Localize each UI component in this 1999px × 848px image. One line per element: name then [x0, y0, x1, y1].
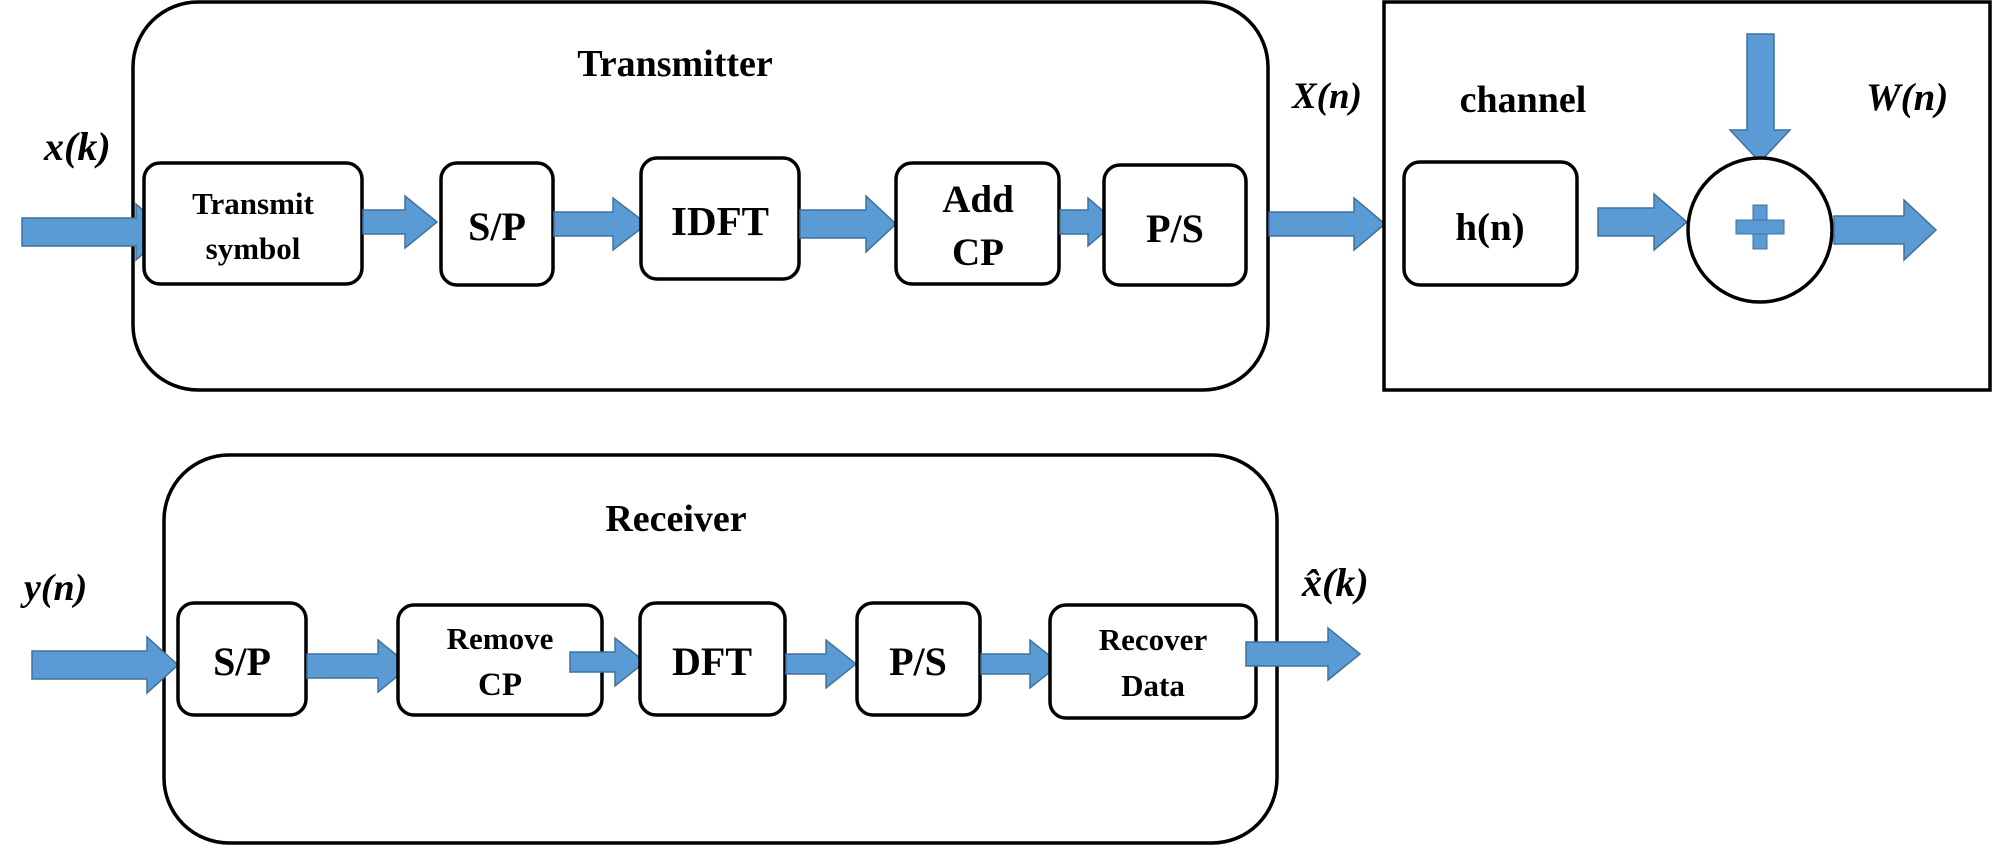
arrow-addcp-to-ps [1059, 196, 1118, 248]
channel-output-arrow [1833, 198, 1938, 262]
idft-label: IDFT [671, 198, 769, 244]
arrow-h-to-adder [1597, 192, 1689, 252]
arrow-rxsp-to-removecp [306, 638, 412, 694]
arrow-transmit-to-sp [362, 194, 439, 250]
tx-sp-label: S/P [468, 204, 526, 249]
channel-title: channel [1460, 79, 1587, 121]
transmitter-output-arrow [1268, 196, 1387, 252]
arrow-idft-to-addcp [799, 194, 898, 254]
rx-sp-label: S/P [213, 639, 271, 684]
channel-h-block [1402, 160, 1579, 287]
dft-block [638, 601, 787, 717]
tx-ps-label: P/S [1146, 206, 1204, 251]
arrow-ps-to-recover [980, 638, 1062, 690]
receiver-input-arrow [31, 635, 180, 695]
rx-ps-label: P/S [889, 639, 947, 684]
receiver-input-label: y(n) [20, 567, 87, 609]
arrow-sp-to-idft [553, 196, 649, 252]
transmitter-output-label: X(n) [1291, 76, 1362, 117]
add-cp-block [894, 161, 1061, 286]
receiver-output-arrow [1245, 626, 1362, 682]
noise-arrow [1728, 33, 1792, 164]
rx-sp-block [176, 601, 308, 717]
arrow-dft-to-ps [785, 638, 858, 690]
remove-cp-label-line1: Remove [447, 621, 554, 656]
noise-label: W(n) [1866, 76, 1948, 119]
transmit-symbol-label-line2: symbol [206, 231, 301, 266]
rx-ps-block [855, 601, 982, 717]
plus-icon [1735, 204, 1785, 250]
tx-sp-block [439, 161, 555, 287]
tx-ps-block [1102, 163, 1248, 287]
idft-block [639, 156, 801, 281]
channel-h-label: h(n) [1455, 206, 1524, 249]
receiver-output-label: x̂(k) [1301, 560, 1369, 605]
transmit-symbol-block [142, 161, 364, 286]
transmit-symbol-label-line1: Transmit [192, 186, 314, 221]
arrow-removecp-to-dft [569, 636, 647, 688]
receiver-title: Receiver [605, 498, 746, 540]
transmitter-input-label: x(k) [43, 124, 111, 169]
transmitter-title: Transmitter [577, 43, 773, 85]
recover-data-label-line1: Recover [1099, 622, 1208, 657]
dft-label: DFT [672, 639, 752, 684]
add-cp-label-line2: CP [952, 231, 1004, 274]
recover-data-label-line2: Data [1121, 668, 1185, 703]
remove-cp-label-line2: CP [478, 667, 522, 703]
add-cp-label-line1: Add [942, 178, 1014, 221]
